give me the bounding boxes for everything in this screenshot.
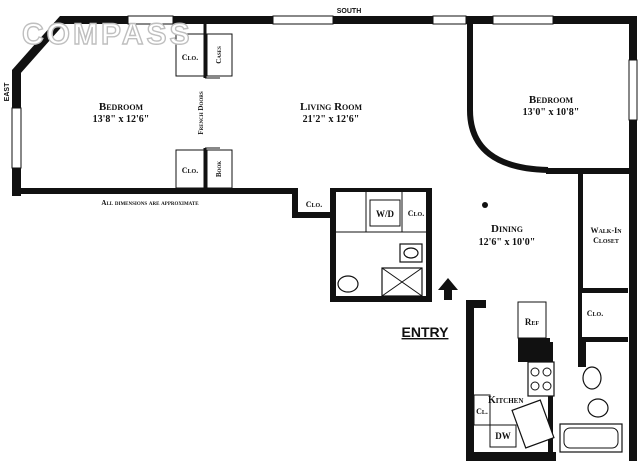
bedroom-west-name: Bedroom (99, 101, 144, 113)
french-doors-label: French Doors (197, 91, 205, 135)
dining-name: Dining (491, 223, 523, 235)
window-bedroom-east-side (628, 59, 638, 121)
closet-top-label: Clo. (182, 53, 198, 62)
window-living-2 (432, 15, 467, 25)
toilet (337, 275, 359, 293)
approximate-dimensions-note: All dimensions are approximate (101, 199, 199, 207)
toilet-2 (582, 366, 602, 390)
interior-walls (175, 24, 628, 461)
living-room-dims: 21'2" x 12'6" (303, 114, 360, 125)
living-room-name: Living Room (300, 101, 362, 113)
entry-label: ENTRY (402, 324, 450, 340)
kitchen-closet-label: Cl. (476, 407, 488, 416)
sink-2 (587, 398, 609, 418)
bathtub (559, 423, 623, 453)
brand-logo: COMPASS (22, 18, 192, 51)
window-bedroom-east (492, 15, 554, 25)
refrigerator-label: Ref (525, 317, 540, 327)
walk-in-closet-label-1: Walk-In (590, 226, 622, 235)
kitchen-sink (511, 399, 555, 449)
walk-in-closet-label-2: Closet (593, 236, 619, 245)
fixtures (337, 202, 623, 453)
bath2-closet-label: Clo. (587, 309, 603, 318)
entry-arrow-icon (438, 278, 458, 300)
cases-label: Cases (215, 46, 223, 64)
south-label: SOUTH (337, 8, 362, 15)
closet-bottom-label: Clo. (182, 166, 198, 175)
stove (527, 361, 555, 397)
bedroom-east-name: Bedroom (529, 94, 574, 106)
exterior-walls (12, 16, 637, 461)
hall-closet-label: Clo. (306, 200, 322, 209)
window-bedroom-west (11, 107, 22, 169)
bedroom-east-dims: 13'0" x 10'8" (523, 107, 580, 118)
window-bedroom-west-top (127, 15, 174, 25)
wd-closet-label: Clo. (408, 209, 424, 218)
window-living-1 (272, 15, 334, 25)
dining-dims: 12'6" x 10'0" (479, 237, 536, 248)
book-label: Book (215, 161, 223, 177)
east-label: EAST (4, 82, 11, 101)
windows (11, 15, 638, 169)
washer-dryer-label: W/D (376, 209, 395, 219)
kitchen-name: Kitchen (488, 395, 523, 406)
bedroom-west-dims: 13'8" x 12'6" (93, 114, 150, 125)
dishwasher-label: DW (495, 431, 511, 441)
